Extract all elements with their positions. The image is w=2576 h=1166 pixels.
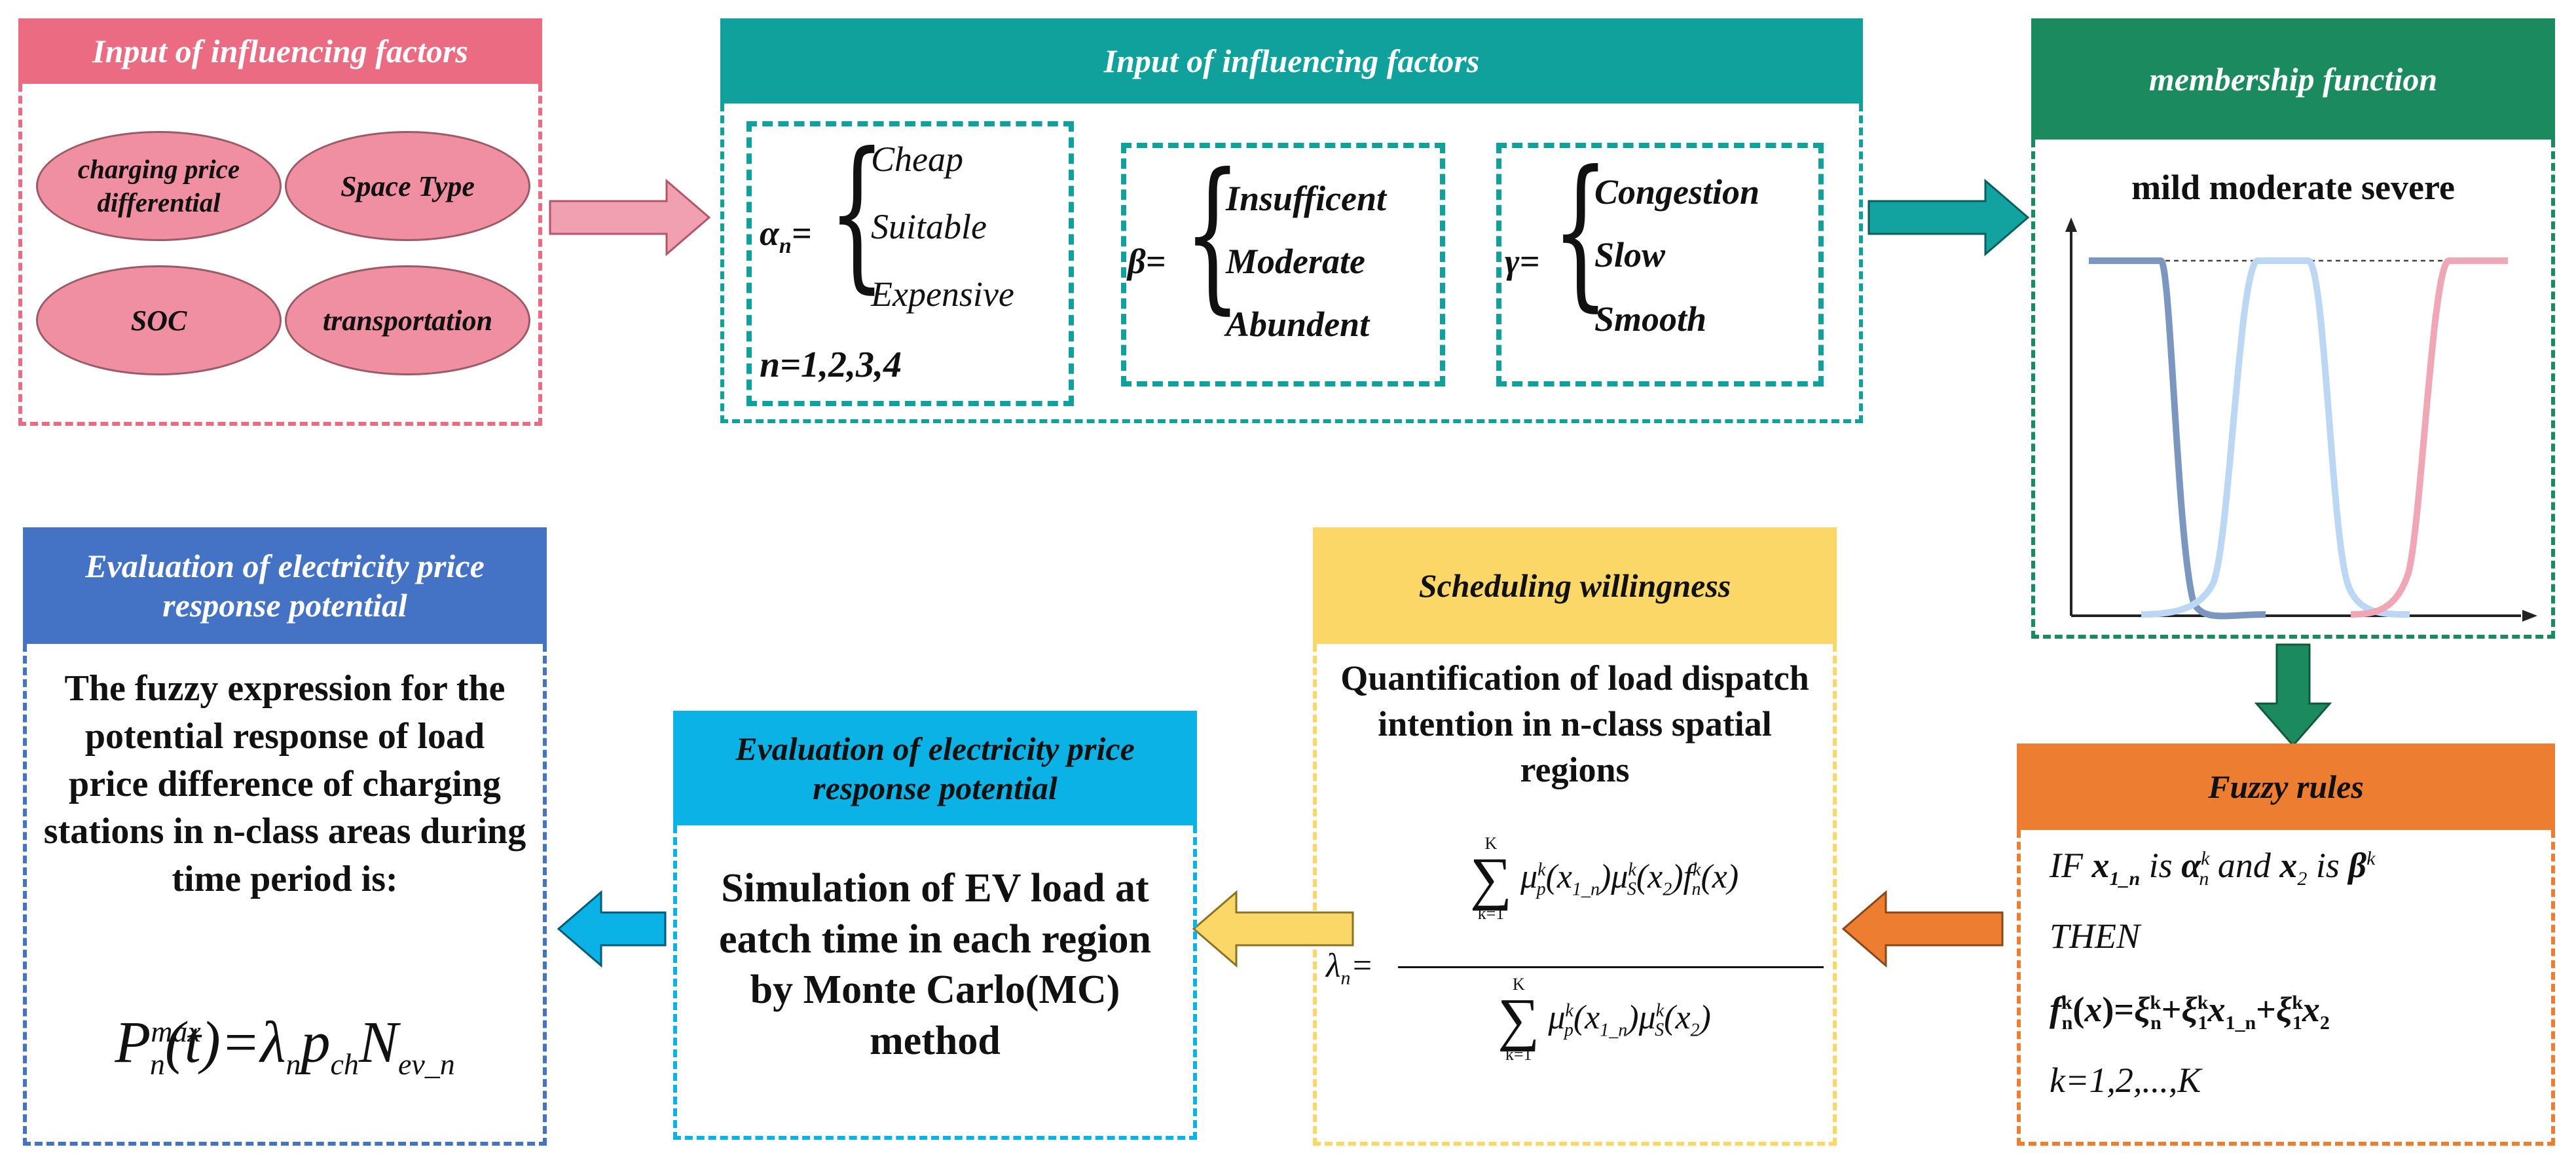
alpha-option-cheap: Cheap (871, 140, 963, 179)
box4-header: Fuzzy rules (2017, 743, 2555, 830)
box5-frame (1313, 644, 1837, 1146)
box5-header: Scheduling willingness (1313, 527, 1837, 644)
gamma-label: γ= (1505, 242, 1540, 281)
box1-frame (18, 84, 542, 426)
factor-charging-price: charging price differential (36, 131, 282, 241)
beta-option-abundent: Abundent (1226, 305, 1370, 344)
gamma-subbox (1496, 143, 1824, 386)
alpha-option-suitable: Suitable (871, 207, 987, 246)
box4-frame (2017, 830, 2555, 1146)
box2-header: Input of influencing factors (720, 18, 1863, 103)
box7-header: Evaluation of electricity price response… (23, 527, 547, 644)
simulation-text: Simulation of EV load at eatch time in e… (718, 866, 1152, 1063)
factor-soc: SOC (36, 265, 282, 375)
alpha-subbox (746, 121, 1074, 406)
alpha-n-range: n=1,2,3,4 (760, 345, 902, 385)
alpha-option-expensive: Expensive (871, 274, 1014, 314)
arrow-right-icon (549, 178, 711, 257)
beta-label: β= (1128, 242, 1166, 281)
curve-severe (2350, 257, 2508, 618)
arrow-left-icon (1841, 890, 2004, 968)
potential-formula: Pmaxn(t)=λnpchNev_n (115, 1010, 455, 1081)
arrow-left-icon (557, 890, 667, 968)
fuzzy-rule-f: fkn(x)=ξkn+ξk1x1_n+ξk1x2 (2050, 990, 2330, 1034)
factor-transportation: transportation (285, 265, 530, 375)
gamma-option-slow: Slow (1594, 235, 1666, 274)
arrow-left-icon (1192, 890, 1354, 968)
box3-header: membership function (2031, 18, 2555, 140)
box2-frame (720, 103, 1863, 423)
arrow-down-icon (2254, 643, 2332, 747)
fuzzy-expression-text: The fuzzy expression for the potential r… (43, 668, 526, 900)
beta-subbox (1121, 143, 1445, 386)
fuzzy-k-range: k=1,2,...,K (2050, 1061, 2201, 1100)
scheduling-formula: λn= K∑k=1 μkp(x1_n)μkS(x2)fkn(x) K∑k=1 μ… (1326, 835, 1830, 1084)
membership-chart (2065, 217, 2537, 622)
scheduling-text: Quantification of load dispatch intentio… (1340, 658, 1809, 790)
fuzzy-rule-if: IF x1_n is αkn and x2 is βk (2050, 846, 2376, 890)
box6-header: Evaluation of electricity price response… (673, 711, 1197, 825)
arrow-right-icon (1868, 178, 2030, 257)
box1-header: Input of influencing factors (18, 18, 542, 84)
box3-frame (2031, 140, 2555, 639)
membership-levels: mild moderate severe (2131, 168, 2455, 207)
gamma-brace-icon: { (1552, 136, 1610, 326)
alpha-brace-icon: { (828, 117, 886, 308)
box6-frame (673, 825, 1197, 1140)
beta-option-moderate: Moderate (1226, 242, 1365, 281)
beta-option-insufficent: Insufficent (1226, 179, 1387, 218)
curve-moderate (2141, 257, 2410, 618)
beta-brace-icon: { (1184, 138, 1242, 329)
gamma-option-smooth: Smooth (1594, 299, 1707, 339)
box7-frame (23, 644, 547, 1146)
fuzzy-rule-then: THEN (2050, 916, 2141, 956)
gamma-option-congestion: Congestion (1594, 172, 1760, 212)
alpha-label: αn= (760, 214, 812, 258)
factor-space-type: Space Type (285, 131, 530, 241)
curve-mild (2089, 257, 2266, 620)
